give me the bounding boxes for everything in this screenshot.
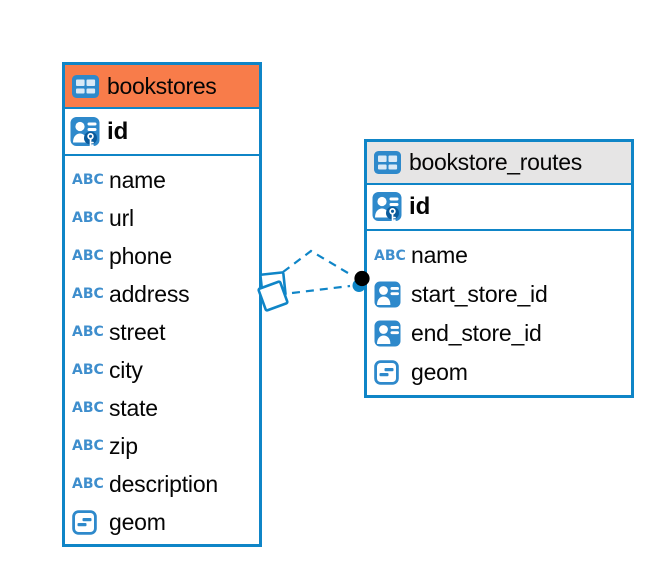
- column-name: geom: [109, 508, 166, 535]
- column-name: start_store_id: [411, 281, 548, 307]
- overlapping-squares-endpoint-icon: [257, 271, 289, 312]
- geometry-type-icon: [72, 509, 109, 535]
- column-row-url[interactable]: ABC url: [65, 199, 259, 237]
- text-type-icon: ABC: [72, 400, 104, 416]
- text-type-icon: ABC: [72, 438, 104, 454]
- table-title: bookstores: [107, 72, 217, 99]
- text-type-icon: ABC: [72, 248, 104, 264]
- text-type-icon: ABC: [72, 286, 104, 302]
- column-name: city: [109, 356, 143, 383]
- column-name: geom: [411, 359, 468, 385]
- table-icon: [72, 74, 99, 98]
- column-row-street[interactable]: ABC street: [65, 313, 259, 351]
- person-key-icon: [70, 116, 100, 148]
- column-name: zip: [109, 432, 138, 459]
- column-name: address: [109, 280, 190, 307]
- text-type-icon: ABC: [72, 172, 104, 188]
- column-row-address[interactable]: ABC address: [65, 275, 259, 313]
- column-name: state: [109, 394, 158, 421]
- column-name: name: [411, 242, 468, 268]
- column-row-name[interactable]: ABC name: [367, 236, 631, 275]
- relationship-line-lower: [291, 284, 351, 295]
- text-type-icon: ABC: [72, 476, 104, 492]
- table-header-bookstores[interactable]: bookstores: [65, 65, 259, 109]
- column-name: end_store_id: [411, 320, 542, 346]
- column-name: street: [109, 318, 166, 345]
- column-row-phone[interactable]: ABC phone: [65, 237, 259, 275]
- reference-type-icon: [374, 320, 411, 347]
- pk-row-bookstore-routes-id[interactable]: id: [367, 185, 631, 231]
- text-type-icon: ABC: [72, 210, 104, 226]
- pk-name: id: [107, 117, 129, 145]
- column-row-start_store_id[interactable]: start_store_id: [367, 275, 631, 314]
- column-row-state[interactable]: ABC state: [65, 389, 259, 427]
- column-row-name[interactable]: ABC name: [65, 161, 259, 199]
- column-row-geom[interactable]: geom: [65, 503, 259, 541]
- column-name: name: [109, 166, 166, 193]
- table-icon: [374, 151, 401, 174]
- reference-type-icon: [374, 281, 411, 308]
- geometry-type-icon: [374, 360, 411, 385]
- table-title: bookstore_routes: [409, 149, 582, 175]
- column-row-end_store_id[interactable]: end_store_id: [367, 314, 631, 353]
- pk-row-bookstores-id[interactable]: id: [65, 109, 259, 156]
- column-row-geom[interactable]: geom: [367, 353, 631, 392]
- column-name: url: [109, 204, 134, 231]
- column-row-zip[interactable]: ABC zip: [65, 427, 259, 465]
- pk-name: id: [409, 193, 431, 220]
- column-name: phone: [109, 242, 172, 269]
- text-type-icon: ABC: [72, 324, 104, 340]
- text-type-icon: ABC: [374, 247, 406, 264]
- person-key-icon: [372, 191, 402, 223]
- column-row-description[interactable]: ABC description: [65, 465, 259, 503]
- table-header-bookstore-routes[interactable]: bookstore_routes: [367, 142, 631, 185]
- text-type-icon: ABC: [72, 362, 104, 378]
- column-row-city[interactable]: ABC city: [65, 351, 259, 389]
- relationship-line-upper: [282, 249, 354, 277]
- column-name: description: [109, 470, 219, 497]
